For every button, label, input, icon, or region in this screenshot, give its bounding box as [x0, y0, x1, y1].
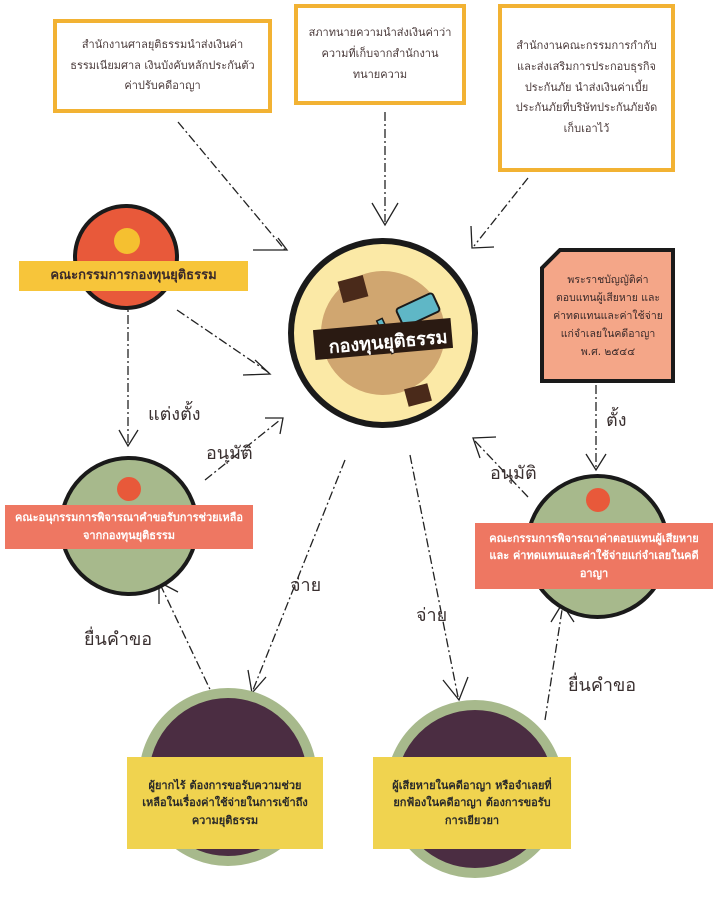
verb-approve-right: อนุมัติ	[490, 463, 537, 484]
arrowhead-court	[253, 237, 289, 251]
subcommittee-dot	[117, 477, 141, 501]
comp-committee-label: คณะกรรมการพิจารณาค่าตอบแทนผู้เสียหายและ …	[475, 523, 713, 589]
insurance-office-box: สำนักงานคณะกรรมการกำกับและส่งเสริมการประ…	[498, 4, 675, 172]
justice-fund-emblem	[312, 271, 454, 407]
court-office-box: สำนักงานศาลยุติธรรมนำส่งเงินค่าธรรมเนียม…	[53, 19, 272, 113]
lawyers-council-box: สภาทนายความนำส่งเงินค่าว่าความที่เก็บจาก…	[294, 4, 466, 105]
comp-committee-dot	[586, 488, 610, 512]
verb-pay-left: จ่าย	[290, 575, 322, 596]
act-document-text: พระราชบัญญัติค่าตอบแทนผู้เสียหาย และ ค่า…	[553, 274, 663, 358]
arrow-pay-left	[252, 459, 346, 691]
fund-committee-label: คณะกรรมการกองทุนยุติธรรม	[19, 261, 248, 291]
fund-committee-dot	[114, 228, 140, 254]
applicant-victim-label: ผู้เสียหายในคดีอาญา หรือจำเลยที่ยกฟ้องใน…	[373, 757, 571, 849]
arrowhead-approve-right	[472, 436, 497, 459]
arrow-court-to-fund	[177, 121, 286, 251]
verb-appoint-left: แต่งตั้ง	[148, 404, 201, 425]
act-document	[540, 248, 675, 383]
fund-committee-circle	[73, 204, 179, 310]
insurance-office-text: สำนักงานคณะกรรมการกำกับและส่งเสริมการประ…	[515, 38, 658, 136]
verb-apply-left: ยื่นคำขอ	[84, 629, 153, 650]
applicant-poor-label: ผู้ยากไร้ ต้องการขอรับความช่วยเหลือในเรื…	[127, 757, 323, 849]
arrow-insurance-to-fund	[473, 177, 529, 247]
verb-pay-right: จ่าย	[416, 605, 448, 626]
subcommittee-label: คณะอนุกรรมการพิจารณาคำขอรับการช่วยเหลือจ…	[5, 505, 253, 549]
arrow-committee-to-fund	[176, 309, 269, 373]
arrow-pay-right	[409, 454, 459, 698]
arrowhead-approve-left	[265, 417, 284, 435]
arrowhead-pay-right	[442, 676, 469, 702]
arrowhead-lawyers	[371, 202, 399, 227]
arrowhead-appoint-right	[585, 453, 607, 472]
court-office-text: สำนักงานศาลยุติธรรมนำส่งเงินค่าธรรมเนียม…	[70, 37, 255, 93]
arrowhead-appoint-left	[118, 429, 139, 448]
arrow-approve-left	[204, 419, 281, 481]
arrowhead-insurance	[470, 225, 495, 249]
verb-approve-left: อนุมัติ	[206, 443, 253, 464]
lawyers-council-text: สภาทนายความนำส่งเงินค่าว่าความที่เก็บจาก…	[308, 26, 452, 81]
arrow-approve-right	[473, 439, 529, 498]
verb-apply-right: ยื่นคำขอ	[568, 675, 637, 696]
arrow-apply-left	[159, 583, 216, 701]
arrow-apply-right	[544, 609, 563, 721]
arrowhead-committee	[242, 359, 272, 376]
verb-appoint-right: ตั้ง	[606, 410, 627, 431]
